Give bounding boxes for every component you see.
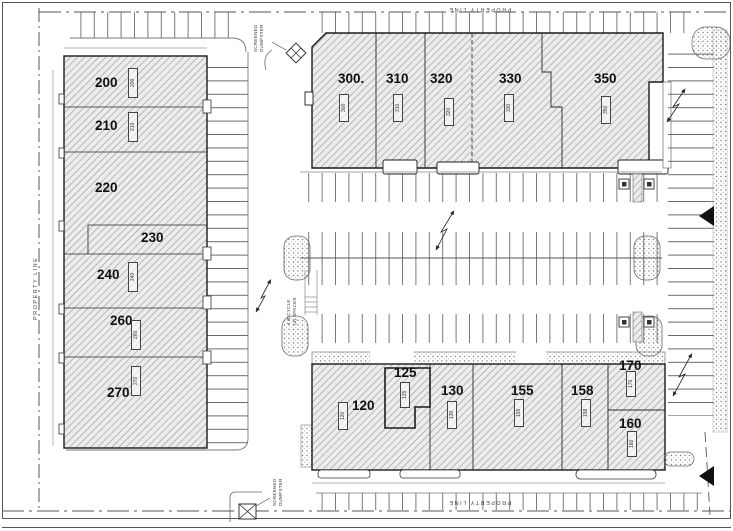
unit-label-220: 220 (95, 180, 118, 195)
unit-tag-330: 330 (504, 94, 514, 122)
unit-tag-155: 155 (514, 399, 524, 427)
unit-tag-120: 120 (338, 402, 348, 430)
unit-label-130: 130 (441, 383, 464, 398)
unit-label-310: 310 (386, 71, 409, 86)
sidewalk-south-west-end (300, 424, 313, 468)
parking-stalls-north-row (312, 12, 692, 33)
unit-label-270: 270 (107, 385, 130, 400)
site-access-arrow-icon-east-1 (699, 206, 714, 226)
screened-dumpster-label-southwest: SCREENED DUMPSTER (272, 462, 284, 506)
unit-tag-320: 320 (444, 98, 454, 126)
drive-aisle-leaders (255, 88, 693, 397)
unit-tag-310: 310 (393, 94, 403, 122)
unit-tag-270: 270 (131, 366, 141, 396)
south-building (311, 363, 666, 471)
unit-125-outline (384, 367, 431, 429)
unit-tag-210: 210 (128, 112, 138, 142)
unit-label-210: 210 (95, 118, 118, 133)
unit-label-160: 160 (619, 416, 642, 431)
unit-tag-125: 125 (400, 382, 410, 408)
unit-label-158: 158 (571, 383, 594, 398)
west-building-pilasters (58, 93, 212, 435)
west-building-unit-separators (64, 106, 207, 358)
accessible-parking-signs-south (618, 311, 655, 343)
unit-tag-170: 170 (626, 371, 636, 397)
bicycle-line1: 4 BICYCLE (286, 299, 291, 325)
parking-stalls-east-column (668, 48, 714, 416)
unit-tag-130: 130 (447, 401, 457, 429)
property-line-label-north: PROPERTY LINE (448, 6, 512, 12)
unit-label-200: 200 (95, 75, 118, 90)
bicycle-line2: (4) SPACES (292, 297, 297, 325)
property-line-east (704, 431, 711, 516)
curb-west-drive (66, 52, 249, 451)
landscape-island-southeast (663, 451, 695, 467)
sidewalk-gap-1 (370, 350, 414, 365)
property-line-label-west: PROPERTY LINE (33, 256, 39, 320)
sidewalk-south-building (311, 351, 666, 365)
north-building (311, 32, 664, 169)
screened-dumpster-line1: SCREENED (253, 24, 258, 52)
landscape-islands-mid (281, 235, 663, 357)
sheet-frame (2, 2, 731, 519)
parking-stalls-mid-row-3 (312, 314, 662, 343)
unit-label-230: 230 (141, 230, 164, 245)
unit-tag-160: 160 (627, 431, 637, 457)
south-building-unit-separators (429, 364, 665, 470)
south-building-canopies (317, 469, 657, 480)
screened-dumpster-line2: DUMPSTER (259, 24, 264, 52)
landscape-island-northeast (691, 26, 731, 60)
bicycle-spaces-label: 4 BICYCLE (4) SPACES (286, 281, 298, 325)
unit-tag-260: 260 (131, 320, 141, 350)
bicycle-rack (304, 270, 318, 315)
parking-stalls-west-column (206, 56, 248, 448)
dumpster-northwest-icon (264, 41, 307, 71)
sidewalk-gap-2 (516, 350, 546, 365)
screened-dumpster-line1b: SCREENED (272, 478, 277, 506)
unit-tag-350: 350 (601, 96, 611, 124)
site-access-arrow-icon-east-2 (699, 466, 714, 486)
unit-label-120: 120 (352, 398, 375, 413)
screened-dumpster-label-northwest: SCREENED DUMPSTER (253, 8, 265, 52)
unit-tag-300: 300 (339, 94, 349, 122)
unit-label-155: 155 (511, 383, 534, 398)
unit-tag-200: 200 (128, 68, 138, 98)
unit-tag-240: 240 (128, 262, 138, 292)
curb-northwest (70, 37, 247, 53)
parking-stalls-northwest-row (70, 12, 234, 38)
unit-tag-158: 158 (581, 399, 591, 427)
unit-label-260: 260 (110, 313, 133, 328)
parking-stalls-mid-row-1 (300, 173, 662, 202)
unit-label-300: 300. (338, 71, 365, 86)
unit-label-330: 330 (499, 71, 522, 86)
unit-label-350: 350 (594, 71, 617, 86)
screened-dumpster-line2b: DUMPSTER (278, 478, 283, 506)
unit-label-320: 320 (430, 71, 453, 86)
landscape-strip-east (712, 29, 728, 433)
north-building-unit-separators (375, 33, 563, 168)
unit-label-170: 170 (619, 358, 642, 373)
accessible-parking-signs-north (618, 173, 655, 203)
unit-label-125: 125 (394, 365, 417, 380)
property-line-label-south: PROPERTY LINE (448, 499, 512, 505)
dumpster-southwest-icon (229, 491, 271, 522)
parking-stalls-south-row (316, 493, 702, 510)
unit-label-240: 240 (97, 267, 120, 282)
